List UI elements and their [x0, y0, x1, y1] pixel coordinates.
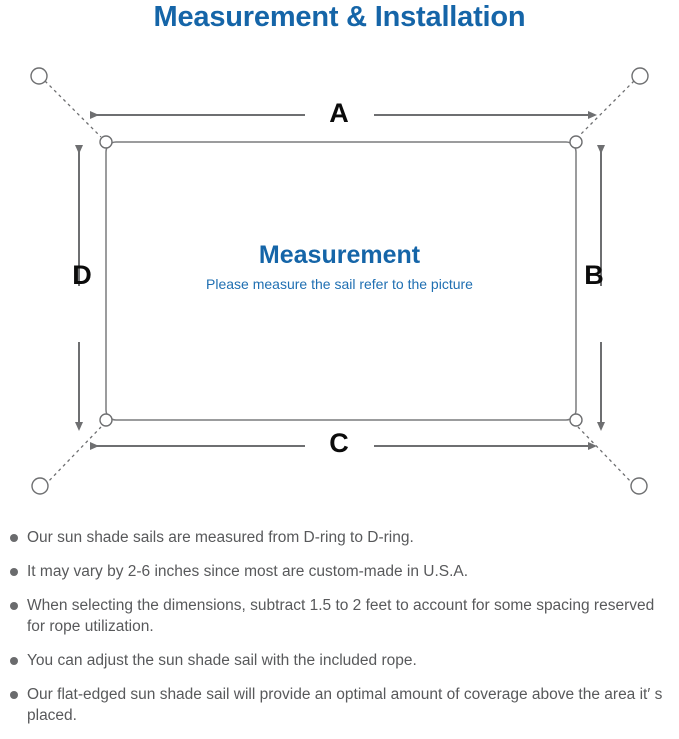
anchor-top-left	[30, 67, 48, 85]
note-text: Our flat-edged sun shade sail will provi…	[27, 686, 663, 724]
rope-top-right	[577, 80, 635, 138]
anchor-bottom-left	[31, 477, 49, 495]
list-item: You can adjust the sun shade sail with t…	[0, 650, 679, 671]
bullet-icon	[10, 691, 18, 699]
note-text: Our sun shade sails are measured from D-…	[27, 529, 414, 546]
list-item: Our sun shade sails are measured from D-…	[0, 527, 679, 548]
rope-lines	[44, 80, 635, 486]
notes-list: Our sun shade sails are measured from D-…	[0, 527, 679, 739]
bullet-icon	[10, 657, 18, 665]
d-ring-top-left	[99, 135, 113, 149]
note-text: You can adjust the sun shade sail with t…	[27, 652, 417, 669]
dimension-label-c: C	[329, 428, 349, 458]
list-item: When selecting the dimensions, subtract …	[0, 595, 679, 637]
rope-bottom-left	[44, 426, 102, 486]
shade-sail-body	[105, 141, 577, 421]
note-text: When selecting the dimensions, subtract …	[27, 597, 655, 635]
anchor-points	[30, 67, 649, 495]
list-item: Our flat-edged sun shade sail will provi…	[0, 684, 679, 726]
d-ring-top-right	[569, 135, 583, 149]
d-ring-bottom-left	[99, 413, 113, 427]
d-ring-bottom-right	[569, 413, 583, 427]
rope-bottom-right	[577, 426, 635, 486]
dimension-label-a: A	[329, 98, 349, 128]
anchor-bottom-right	[630, 477, 648, 495]
bullet-icon	[10, 602, 18, 610]
list-item: It may vary by 2-6 inches since most are…	[0, 561, 679, 582]
dimension-label-d: D	[72, 260, 92, 290]
dimension-label-b: B	[584, 260, 604, 290]
anchor-top-right	[631, 67, 649, 85]
measurement-diagram	[0, 46, 679, 516]
bullet-icon	[10, 534, 18, 542]
page-title: Measurement & Installation	[153, 1, 526, 33]
rope-top-left	[44, 80, 102, 138]
d-rings	[99, 135, 583, 427]
note-text: It may vary by 2-6 inches since most are…	[27, 563, 469, 580]
bullet-icon	[10, 568, 18, 576]
